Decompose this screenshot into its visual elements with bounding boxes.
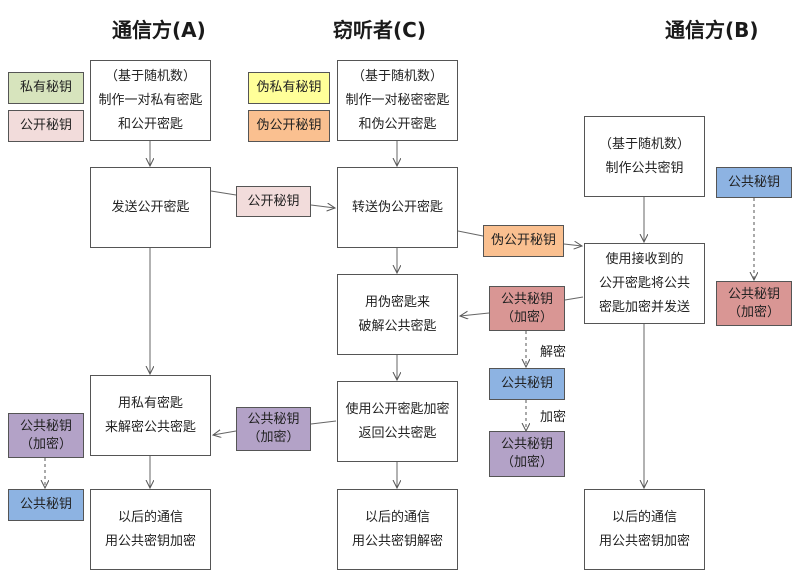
- step-text-line: 以后的通信: [364, 509, 430, 525]
- msg-label: 伪公开秘钥: [490, 233, 556, 248]
- b-generate-common-key-step: （基于随机数） 制作公共密钥: [584, 116, 705, 197]
- link-c-forward-to-fake-key-msg: [457, 230, 484, 237]
- step-text-line: 和伪公开密匙: [358, 116, 437, 132]
- arrow-msg-to-a-decrypt: [213, 431, 237, 435]
- step-text-line: 和公开密匙: [117, 116, 183, 132]
- legend-fake-private-key: 伪私有秘钥: [248, 72, 330, 104]
- a-received-encrypted-key: 公共秘钥 （加密）: [8, 413, 84, 458]
- step-text-line: 以后的通信: [611, 509, 677, 525]
- msg-decrypted-common-key-c: 公共秘钥: [489, 368, 565, 400]
- step-text-line: （基于随机数）: [104, 68, 196, 84]
- a-generate-keypair-step: （基于随机数） 制作一对私有密匙 和公开密匙: [90, 60, 211, 141]
- msg-label: （加密）: [19, 436, 72, 452]
- edge-label-encrypt: 加密: [540, 410, 567, 425]
- a-send-public-key-step: 发送公开密匙: [90, 167, 211, 248]
- b-encrypt-send-step: 使用接收到的 公开密匙将公共 密匙加密并发送: [584, 243, 705, 324]
- msg-label: 公共秘钥: [500, 291, 553, 307]
- step-text-line: 用公共密钥解密: [351, 533, 443, 549]
- msg-reencrypted-common-key-c: 公共秘钥 （加密）: [489, 431, 565, 477]
- msg-label: 公共秘钥: [19, 497, 72, 512]
- step-text-line: 密匙加密并发送: [598, 299, 690, 315]
- edge-label-decrypt: 解密: [540, 345, 567, 360]
- step-text-line: 公开密匙将公共: [598, 275, 690, 291]
- msg-label: （加密）: [500, 455, 553, 470]
- c-later-communication-step: 以后的通信 用公共密钥解密: [337, 489, 458, 570]
- msg-label: （加密）: [500, 309, 553, 325]
- b-encrypted-common-key: 公共秘钥 （加密）: [716, 281, 792, 326]
- msg-encrypted-common-key-b-to-c: 公共秘钥 （加密）: [489, 286, 565, 331]
- msg-label: （加密）: [727, 304, 780, 320]
- a-later-communication-step: 以后的通信 用公共密钥加密: [90, 489, 211, 570]
- a-decrypt-common-key-step: 用私有密匙 来解密公共密匙: [90, 375, 211, 456]
- msg-label: 公共秘钥: [727, 286, 780, 302]
- step-text-line: 以后的通信: [117, 509, 183, 525]
- step-text-line: 破解公共密匙: [358, 318, 437, 334]
- msg-label: 公共秘钥: [19, 418, 72, 434]
- link-a-send-to-public-key-msg: [210, 190, 237, 196]
- legend-fake-private-key-label: 伪私有秘钥: [256, 80, 322, 95]
- legend-private-key: 私有秘钥: [8, 72, 84, 104]
- link-b-to-encrypted-msg: [564, 296, 584, 301]
- step-text-line: 使用公开密匙加密: [345, 401, 450, 417]
- arrow-public-key-msg-to-c: [310, 205, 335, 208]
- step-text-line: 制作公共密钥: [605, 160, 684, 176]
- msg-encrypted-common-key-c-to-a: 公共秘钥 （加密）: [236, 407, 311, 451]
- legend-fake-public-key: 伪公开秘钥: [248, 110, 330, 142]
- title-party-a: 通信方(A): [112, 18, 206, 42]
- arrow-fake-key-msg-to-b: [563, 244, 582, 246]
- link-c-reencrypt-to-msg: [310, 420, 337, 425]
- msg-label: 公共秘钥: [247, 412, 300, 427]
- arrow-encrypted-msg-to-c-crack: [460, 313, 490, 316]
- step-text-line: 用公共密钥加密: [598, 533, 690, 549]
- step-text-line: 来解密公共密匙: [104, 419, 196, 435]
- c-forward-fake-key-step: 转送伪公开密匙: [337, 167, 458, 248]
- msg-public-key-a-to-c: 公开秘钥: [236, 186, 311, 217]
- legend-private-key-label: 私有秘钥: [19, 80, 72, 95]
- step-text-line: 使用接收到的: [605, 251, 684, 267]
- legend-public-key-label: 公开秘钥: [19, 118, 72, 133]
- msg-label: （加密）: [247, 430, 300, 445]
- step-text-line: 发送公开密匙: [111, 199, 190, 215]
- title-party-b: 通信方(B): [665, 18, 759, 42]
- step-text-line: 制作一对秘密密匙: [345, 92, 450, 108]
- c-crack-common-key-step: 用伪密匙来 破解公共密匙: [337, 274, 458, 355]
- b-later-communication-step: 以后的通信 用公共密钥加密: [584, 489, 705, 570]
- msg-label: 公共秘钥: [500, 376, 553, 391]
- step-text-line: （基于随机数）: [598, 136, 690, 152]
- step-text-line: （基于随机数）: [351, 68, 443, 84]
- step-text-line: 用公共密钥加密: [104, 533, 196, 549]
- legend-fake-public-key-label: 伪公开秘钥: [256, 118, 322, 133]
- msg-label: 公开秘钥: [247, 193, 300, 209]
- b-common-key: 公共秘钥: [716, 167, 792, 198]
- legend-public-key: 公开秘钥: [8, 110, 84, 142]
- step-text-line: 用伪密匙来: [364, 294, 430, 310]
- step-text-line: 返回公共密匙: [358, 425, 437, 441]
- c-reencrypt-return-step: 使用公开密匙加密 返回公共密匙: [337, 381, 458, 462]
- c-generate-keypair-step: （基于随机数） 制作一对秘密密匙 和伪公开密匙: [337, 60, 458, 141]
- a-decrypted-common-key: 公共秘钥: [8, 489, 84, 521]
- msg-label: 公共秘钥: [500, 437, 553, 452]
- title-eavesdropper: 窃听者(C): [333, 18, 426, 42]
- msg-label: 公共秘钥: [727, 174, 780, 190]
- step-text-line: 转送伪公开密匙: [351, 199, 443, 215]
- step-text-line: 制作一对私有密匙: [98, 92, 203, 108]
- msg-fake-public-key-c-to-b: 伪公开秘钥: [483, 225, 564, 257]
- step-text-line: 用私有密匙: [117, 395, 183, 411]
